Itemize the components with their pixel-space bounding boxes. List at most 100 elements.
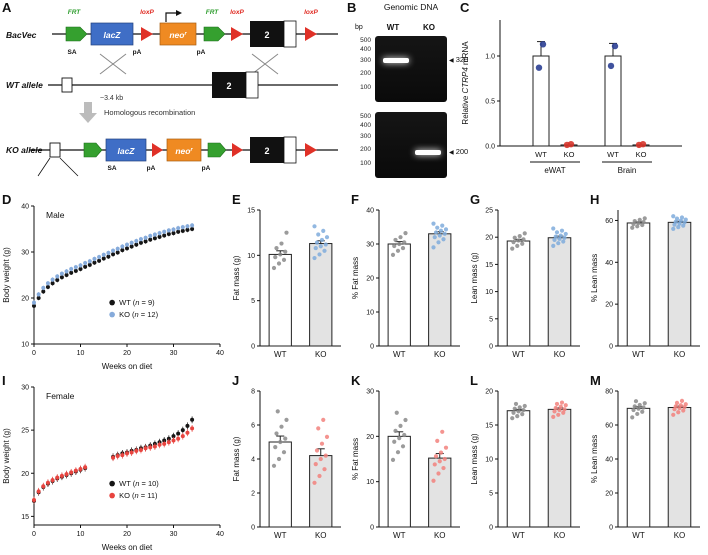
- lacz-label: lacZ: [103, 30, 121, 40]
- ladder-100: 100: [360, 84, 371, 91]
- svg-text:10: 10: [77, 531, 85, 538]
- svg-text:% Lean mass: % Lean mass: [590, 254, 599, 302]
- svg-text:5: 5: [251, 298, 255, 305]
- exon2-utr-box: [283, 136, 297, 164]
- svg-text:10: 10: [21, 342, 29, 349]
- svg-text:4: 4: [251, 457, 255, 464]
- bp-units-label: bp: [355, 24, 363, 31]
- panel-K-letter: K: [351, 373, 361, 388]
- targeting-diagram: FRT loxP FRT loxP loxP BacVec SA lacZ pA…: [6, 9, 338, 177]
- panel-B-letter: B: [347, 0, 357, 15]
- svg-text:10: 10: [485, 289, 493, 296]
- svg-text:20: 20: [123, 531, 131, 538]
- svg-text:KO (n = 11): KO (n = 11): [119, 491, 158, 500]
- left-arrow-icon: ◀: [449, 150, 454, 156]
- svg-text:KO: KO: [554, 531, 566, 540]
- panel-J-letter: J: [232, 373, 240, 388]
- frt-label: FRT: [206, 9, 220, 16]
- svg-text:2: 2: [251, 491, 255, 498]
- svg-text:80: 80: [605, 389, 613, 396]
- loxp-triangle-icon: [232, 143, 243, 157]
- loxp-triangle-icon: [231, 27, 243, 41]
- svg-text:20: 20: [123, 350, 131, 357]
- svg-text:Male: Male: [46, 210, 65, 220]
- svg-text:KO: KO: [434, 531, 446, 540]
- panel-I-letter: I: [2, 373, 6, 388]
- loxp-triangle-icon: [305, 143, 317, 157]
- svg-text:40: 40: [216, 350, 224, 357]
- svg-text:60: 60: [605, 218, 613, 225]
- distance-label: ~3.4 kb: [100, 95, 123, 102]
- svg-text:8: 8: [251, 389, 255, 396]
- svg-text:Body weight (g): Body weight (g): [2, 247, 11, 303]
- exon2-box: [212, 72, 246, 98]
- svg-text:Fat mass (g): Fat mass (g): [232, 436, 241, 481]
- svg-text:WT: WT: [393, 531, 406, 540]
- svg-text:KO: KO: [564, 150, 575, 159]
- svg-text:WT: WT: [632, 531, 645, 540]
- svg-text:0: 0: [370, 344, 374, 351]
- svg-text:0: 0: [609, 344, 613, 351]
- pa-label: pA: [202, 165, 211, 172]
- svg-text:Fat mass (g): Fat mass (g): [232, 255, 241, 300]
- svg-text:1.0: 1.0: [485, 54, 495, 61]
- svg-text:10: 10: [247, 253, 255, 260]
- svg-text:20: 20: [366, 434, 374, 441]
- svg-text:0.5: 0.5: [485, 99, 495, 106]
- band-size-annotation: ◀ 320: [449, 55, 469, 64]
- svg-text:30: 30: [21, 385, 29, 392]
- svg-text:0.0: 0.0: [485, 144, 495, 151]
- svg-text:0: 0: [251, 344, 255, 351]
- exon2-label: 2: [226, 81, 231, 91]
- bacvec-label: BacVec: [6, 30, 37, 40]
- splice-line: [37, 157, 51, 177]
- ladder-200: 200: [360, 146, 371, 153]
- svg-text:WT: WT: [535, 150, 547, 159]
- svg-text:40: 40: [216, 531, 224, 538]
- svg-text:10: 10: [485, 457, 493, 464]
- loxp-label: loxP: [140, 9, 154, 16]
- svg-text:KO: KO: [315, 531, 327, 540]
- svg-text:% Fat mass: % Fat mass: [351, 257, 360, 299]
- panel-E-letter: E: [232, 192, 241, 207]
- neo-box: [166, 138, 202, 162]
- svg-text:25: 25: [485, 208, 493, 215]
- gel-image-bottom: [375, 112, 447, 178]
- ko-allele-label: KO allele: [6, 145, 43, 155]
- svg-text:15: 15: [485, 423, 493, 430]
- panel-A-letter: A: [2, 0, 12, 15]
- svg-text:30: 30: [366, 242, 374, 249]
- svg-text:WT: WT: [512, 350, 525, 359]
- loxp-label: loxP: [230, 9, 244, 16]
- svg-text:Lean mass (g): Lean mass (g): [470, 252, 479, 303]
- svg-text:0: 0: [32, 350, 36, 357]
- ladder-300: 300: [360, 133, 371, 140]
- svg-text:Female: Female: [46, 391, 75, 401]
- loxp-triangle-icon: [141, 27, 153, 41]
- svg-text:WT: WT: [632, 350, 645, 359]
- svg-text:KO: KO: [434, 350, 446, 359]
- svg-text:WT (n = 10): WT (n = 10): [119, 479, 159, 488]
- svg-text:KO: KO: [636, 150, 647, 159]
- band-size-annotation: ◀ 200: [449, 147, 469, 156]
- svg-text:0: 0: [32, 531, 36, 538]
- exon2-box: [250, 21, 284, 47]
- promoter-arrow-icon: [165, 12, 176, 22]
- svg-text:KO: KO: [674, 350, 686, 359]
- svg-text:KO (n = 12): KO (n = 12): [119, 310, 158, 319]
- svg-text:Relative CTRP4 mRNA: Relative CTRP4 mRNA: [461, 41, 470, 125]
- svg-text:5: 5: [489, 316, 493, 323]
- svg-text:6: 6: [251, 423, 255, 430]
- ladder-300: 300: [360, 57, 371, 64]
- svg-text:% Lean mass: % Lean mass: [590, 435, 599, 483]
